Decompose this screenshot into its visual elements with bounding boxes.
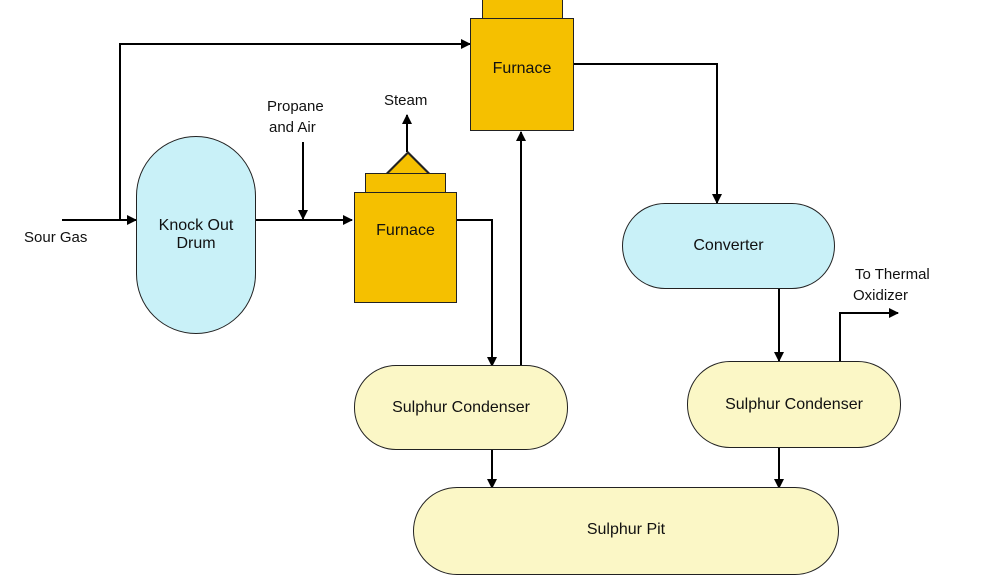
converter-label: Converter (693, 237, 764, 254)
sulphur-pit: Sulphur Pit (413, 487, 839, 575)
thermal-oxidizer-label-2: Oxidizer (853, 287, 909, 304)
knock-out-drum: Knock Out Drum (136, 136, 256, 334)
thermal-oxidizer-label-1: To Thermal (855, 266, 930, 283)
knock-out-drum-label-2: Drum (176, 235, 216, 252)
knock-out-drum-label-1: Knock Out (158, 217, 234, 234)
propane-label: Propane (267, 98, 324, 115)
lower-furnace-cap (365, 173, 446, 193)
bypass-to-upper-furnace-line (119, 39, 471, 220)
sulphur-condenser-right: Sulphur Condenser (687, 361, 901, 448)
upper-furnace: Furnace (470, 18, 574, 131)
air-label: and Air (269, 119, 316, 136)
flow-lines (62, 39, 899, 489)
upper-furnace-label: Furnace (492, 60, 552, 77)
upper-furnace-to-converter-line (573, 63, 722, 204)
sour-gas-label: Sour Gas (24, 229, 88, 246)
sulphur-condenser-left-label: Sulphur Condenser (392, 398, 530, 416)
upper-furnace-cap (482, 0, 563, 20)
sulphur-condenser-right-label: Sulphur Condenser (725, 395, 863, 413)
lower-furnace: Furnace (354, 192, 457, 303)
steam-label: Steam (384, 92, 428, 109)
sulphur-condenser-left: Sulphur Condenser (354, 365, 568, 450)
sulphur-pit-label: Sulphur Pit (586, 521, 666, 538)
lower-furnace-label: Furnace (376, 222, 435, 239)
lower-furnace-to-condenser-line (456, 219, 497, 367)
converter: Converter (622, 203, 835, 289)
condenser-to-thermal-oxidizer-line (839, 308, 899, 362)
